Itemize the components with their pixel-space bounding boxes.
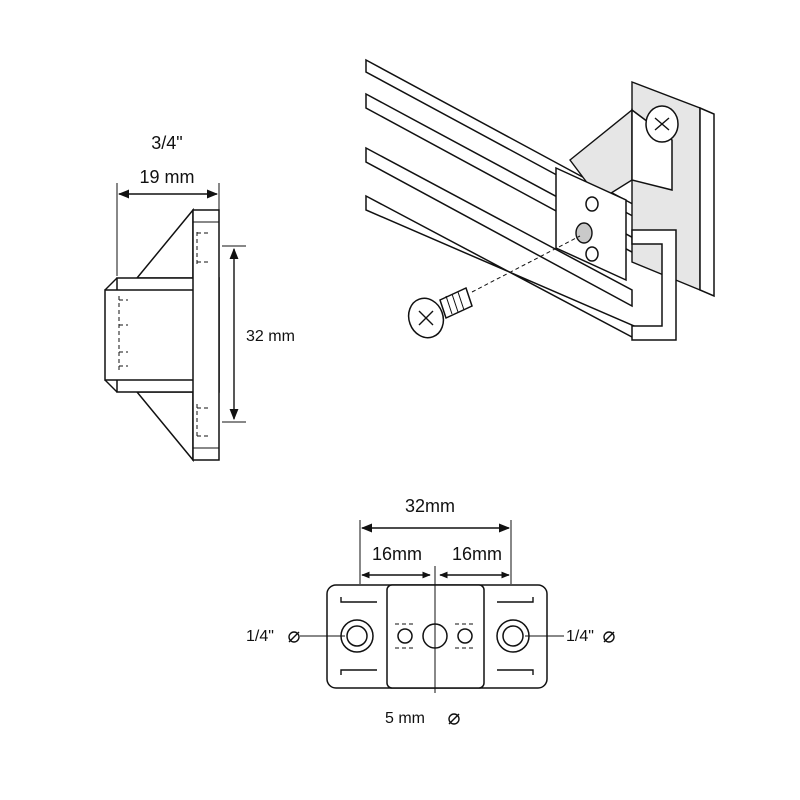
diameter-icon-right: [603, 631, 615, 643]
screw-insertion-path: [471, 235, 581, 293]
front-spacing-left-label: 16mm: [372, 544, 422, 564]
side-hidden-screw-channel: [118, 296, 128, 370]
isometric-view: [365, 58, 715, 341]
side-upper-gusset: [135, 207, 194, 279]
rail-channel-profile: [631, 229, 677, 341]
bracket-hole-top: [585, 196, 599, 212]
side-hidden-hole-top: [196, 232, 208, 266]
front-center-hole-label: 5 mm: [385, 710, 425, 727]
side-width-mm-label: 19 mm: [139, 167, 194, 187]
screw-icon: [407, 286, 473, 339]
front-small-hole-left: [397, 628, 413, 644]
diameter-icon-left: [288, 631, 300, 643]
front-spacing-total-label: 32mm: [405, 496, 455, 516]
bracket-hole-center: [575, 222, 593, 244]
rail-middle-band: [365, 146, 633, 308]
side-lower-gusset: [135, 391, 194, 463]
front-hidden-features: [395, 623, 475, 649]
front-hole-right-label: 1/4": [566, 628, 594, 645]
front-view: 32mm 16mm 16mm 1/4" 1/4" 5 mm: [246, 496, 615, 727]
front-spacing-right-label: 16mm: [452, 544, 502, 564]
side-view: 3/4" 19 mm 32 mm: [104, 133, 295, 463]
front-hole-left-label: 1/4": [246, 628, 274, 645]
side-body-bottom-chamfer: [104, 379, 118, 393]
diameter-icon-center: [448, 713, 460, 725]
bracket-back-plate-side: [699, 106, 715, 298]
bracket-front-face: [555, 166, 627, 282]
bracket-hole-bottom: [585, 246, 599, 262]
side-body-top-chamfer: [104, 277, 118, 291]
side-height-mm-label: 32 mm: [246, 328, 295, 345]
front-small-hole-right: [457, 628, 473, 644]
side-width-inch-label: 3/4": [151, 133, 182, 153]
side-hidden-hole-bottom: [196, 404, 208, 438]
